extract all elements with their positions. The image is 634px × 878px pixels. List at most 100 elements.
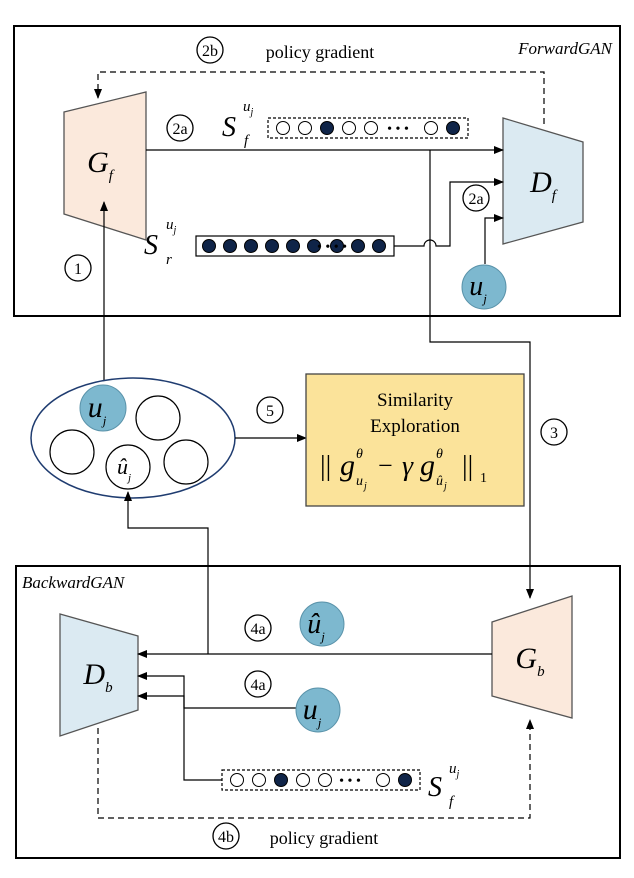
- discriminator-f: [502, 117, 584, 245]
- real-seq-dots: • • • •: [317, 240, 347, 255]
- real-seq-slot: [307, 239, 321, 253]
- pool-similar-user-label: ûj: [117, 454, 131, 484]
- fake-sequence-box: [267, 117, 469, 139]
- svg-text:−: −: [378, 451, 393, 480]
- backward-fake-seq-slot: [230, 773, 244, 787]
- real-seq-slot: [223, 239, 237, 253]
- backward-fake-seq-slot: [252, 773, 266, 787]
- step-4a-mid-badge: [244, 670, 272, 698]
- fake-seq-slot: [342, 121, 356, 135]
- step-4a-mid-label: 4a: [250, 677, 265, 694]
- backward-fake-seq-dots: • • •: [339, 774, 361, 789]
- step-2a-user-label: 2a: [468, 191, 483, 208]
- backward-similar-user-node: [299, 601, 345, 647]
- real-seq-slot: [330, 239, 344, 253]
- step-4b-label: 4b: [218, 829, 234, 846]
- step-2a-gen-label: 2a: [172, 121, 187, 138]
- svg-text:g: g: [420, 449, 435, 482]
- step-3-label: 3: [550, 425, 558, 442]
- generator-b: [491, 595, 573, 719]
- step-2a-user-badge: [462, 184, 490, 212]
- svg-text:θ: θ: [356, 447, 363, 462]
- to-similar-user-arrow: [124, 491, 209, 654]
- step-2b-label: 2b: [202, 43, 218, 60]
- svg-text:g: g: [340, 449, 355, 482]
- similarity-formula: || g θ u j − γ g θ û j || 1: [320, 447, 487, 492]
- forward-user-label: uj: [469, 271, 487, 306]
- pool-empty-node-3: [163, 439, 209, 485]
- backward-user-label: uj: [303, 693, 322, 730]
- svg-text:û: û: [436, 474, 443, 489]
- backward-gan-title: BackwardGAN: [22, 573, 126, 592]
- backward-fake-seq-symbol: S: [428, 772, 442, 803]
- backward-fake-seq-slot: [274, 773, 288, 787]
- step-4a-top-label: 4a: [250, 621, 265, 638]
- generator-f-label: Gf: [87, 146, 115, 184]
- pool-user-node: [79, 384, 127, 432]
- step-2b-badge: [196, 36, 224, 64]
- fake-seq-slot: [424, 121, 438, 135]
- backward-fake-seq-slot: [398, 773, 412, 787]
- discriminator-b: [59, 613, 139, 737]
- svg-text:j: j: [442, 481, 447, 492]
- real-seq-sup: uj: [166, 217, 177, 236]
- real-seq-slot: [372, 239, 386, 253]
- forward-user-node: [461, 264, 507, 310]
- generator-b-label: Gb: [515, 642, 545, 680]
- fake-seq-slot: [298, 121, 312, 135]
- step-4a-top-badge: [244, 614, 272, 642]
- pool-empty-node-1: [135, 395, 181, 441]
- step-4b-badge: [212, 822, 240, 850]
- svg-text:1: 1: [480, 471, 487, 486]
- discriminator-f-label: Df: [529, 166, 558, 204]
- forward-policy-gradient-label: policy gradient: [266, 42, 374, 62]
- user-to-disc-arrow: [484, 214, 504, 264]
- step-1-label: 1: [74, 261, 82, 278]
- pool-empty-node-2: [49, 429, 95, 475]
- similarity-box: [305, 373, 525, 507]
- svg-text:||: ||: [462, 451, 473, 482]
- backward-user-node: [295, 687, 341, 733]
- backward-fake-seq-to-disc-arrow: [137, 692, 222, 781]
- real-seq-slot: [265, 239, 279, 253]
- fake-seq-slot: [276, 121, 290, 135]
- backward-similar-user-label: ûj: [307, 609, 325, 644]
- real-seq-to-disc-arrow: [394, 178, 504, 247]
- svg-text:j: j: [362, 481, 367, 492]
- backward-fake-sequence-box: [221, 769, 421, 791]
- step-3-badge: [540, 418, 568, 446]
- pool-similar-user-node: [105, 444, 151, 490]
- step-2a-gen-badge: [166, 114, 194, 142]
- real-seq-slot: [286, 239, 300, 253]
- similarity-title-line2: Exploration: [370, 416, 460, 437]
- fake-seq-sup: uj: [243, 99, 254, 118]
- svg-text:θ: θ: [436, 447, 443, 462]
- forward-gan-title: ForwardGAN: [517, 39, 613, 58]
- backward-policy-gradient-arrow: [97, 719, 534, 819]
- svg-text:γ: γ: [402, 451, 414, 482]
- backward-policy-gradient-label: policy gradient: [270, 828, 378, 848]
- step-5-label: 5: [266, 403, 274, 420]
- backward-fake-seq-sup: uj: [449, 761, 460, 780]
- backward-fake-seq-sub: f: [449, 794, 455, 810]
- real-seq-sub: r: [166, 252, 172, 268]
- step-1-badge: [64, 254, 92, 282]
- backward-user-to-disc-arrow: [137, 672, 296, 709]
- fake-seq-to-backward-gen-arrow: [429, 150, 534, 599]
- fake-seq-dots: • • •: [387, 122, 409, 137]
- svg-text:u: u: [356, 474, 363, 489]
- svg-text:||: ||: [320, 451, 331, 482]
- real-seq-slot: [244, 239, 258, 253]
- real-seq-slot: [202, 239, 216, 253]
- fake-seq-slot: [446, 121, 460, 135]
- pool-user-label: uj: [88, 391, 107, 428]
- forward-policy-gradient-arrow: [94, 71, 545, 124]
- backward-fake-seq-slot: [296, 773, 310, 787]
- similarity-title-line1: Similarity: [377, 390, 454, 411]
- real-seq-symbol: S: [144, 230, 158, 261]
- fake-seq-slot: [364, 121, 378, 135]
- discriminator-b-label: Db: [82, 658, 113, 696]
- fake-seq-slot: [320, 121, 334, 135]
- backward-gan-panel: [15, 565, 621, 859]
